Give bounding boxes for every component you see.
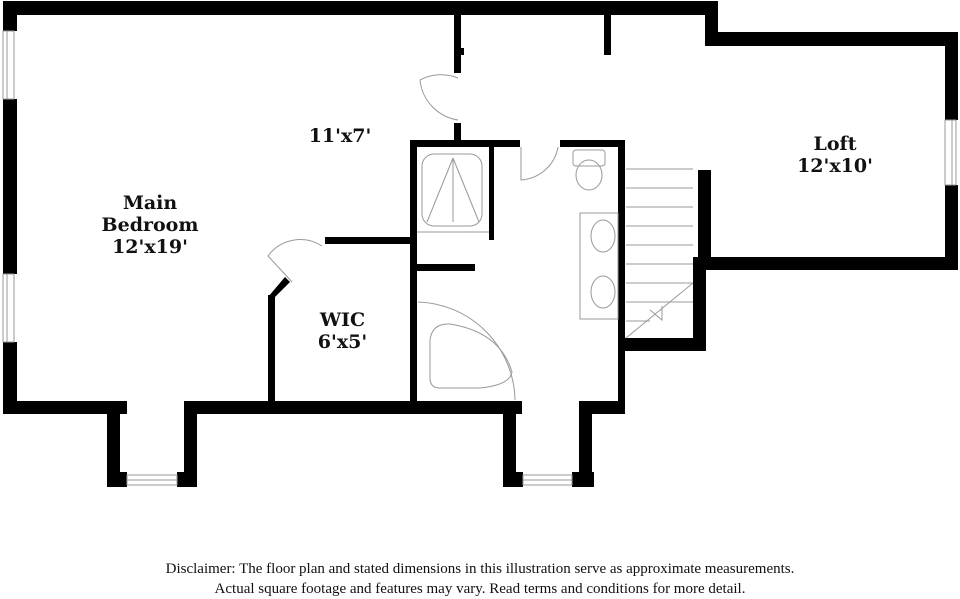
fixtures: [2, 30, 957, 486]
window-icon: [944, 119, 957, 186]
window-icon: [2, 273, 15, 343]
sink-icon: [590, 275, 616, 309]
door-icon: [417, 301, 516, 401]
room-dimensions: 11'x7': [308, 125, 372, 147]
walls: [3, 1, 958, 487]
room-name: Main: [122, 192, 178, 214]
room-name: Bedroom: [101, 214, 199, 236]
vanity-icon: [579, 212, 619, 320]
room-dimensions: 12'x19': [112, 236, 188, 258]
disclaimer-line-1: Disclaimer: The floor plan and stated di…: [165, 561, 795, 577]
room-label-main-bedroom: Main Bedroom 12'x19': [60, 192, 240, 258]
room-name: Loft: [813, 133, 857, 155]
tub-icon: [429, 323, 513, 389]
door-icon: [419, 74, 459, 121]
room-dimensions: 12'x10': [797, 155, 873, 177]
room-dimensions: 6'x5': [317, 331, 368, 353]
door-icon: [520, 146, 559, 181]
window-icon: [2, 30, 15, 100]
room-label-loft: Loft 12'x10': [770, 133, 900, 177]
room-name: WIC: [319, 309, 366, 331]
disclaimer-line-2: Actual square footage and features may v…: [214, 581, 746, 597]
room-label-hall: 11'x7': [290, 125, 390, 147]
shower-icon: [421, 153, 483, 227]
stairs-icon: [625, 168, 694, 339]
toilet-icon: [572, 149, 606, 167]
room-label-wic: WIC 6'x5': [300, 309, 385, 353]
door-icon: [267, 239, 323, 283]
disclaimer: Disclaimer: The floor plan and stated di…: [0, 559, 960, 599]
sink-icon: [590, 219, 616, 253]
